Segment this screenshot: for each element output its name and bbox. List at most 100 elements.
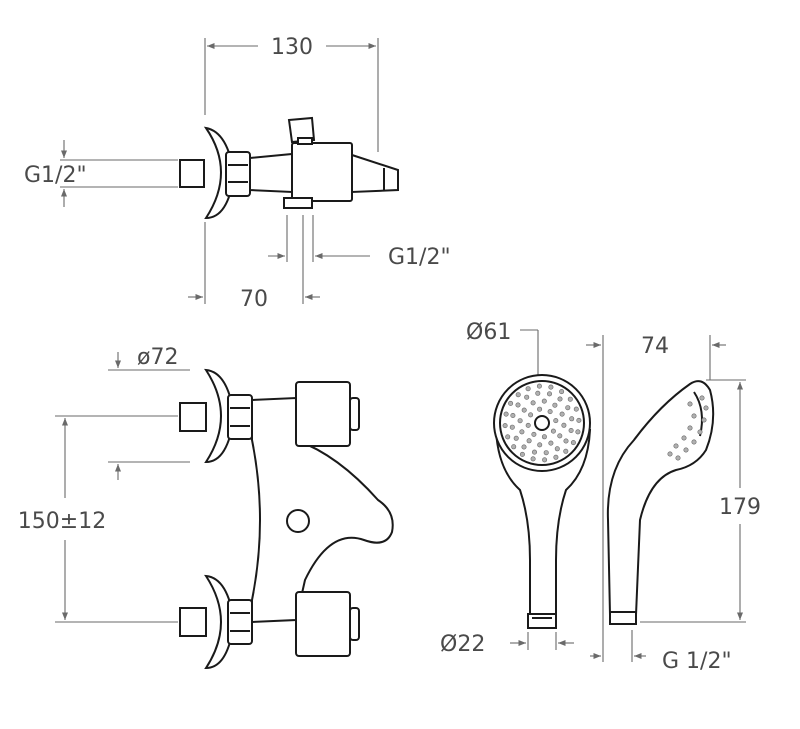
spacing-150-label: 150±12 xyxy=(18,509,106,534)
nozzle-dot xyxy=(552,402,558,408)
nozzle-dot xyxy=(554,446,560,452)
nozzle-dot xyxy=(575,429,581,435)
spray-nozzles xyxy=(502,383,582,463)
lower-handle xyxy=(295,591,351,657)
nozzle-dot xyxy=(548,384,554,390)
side-nozzle-dot xyxy=(699,395,705,401)
nozzle-dot xyxy=(561,422,567,428)
nozzle-dot xyxy=(541,398,547,404)
nozzle-dot xyxy=(563,448,569,454)
nozzle-dot xyxy=(511,444,517,450)
side-nozzle-dot xyxy=(697,429,703,435)
side-nozzle-dot xyxy=(687,425,693,431)
nozzle-dot xyxy=(510,412,516,418)
hex-nut xyxy=(225,151,251,197)
nozzle-dot xyxy=(530,456,536,462)
mixer-body-front xyxy=(251,396,394,624)
nozzle-dot xyxy=(517,418,523,424)
nozzle-dot xyxy=(515,402,521,408)
nozzle-dot xyxy=(567,396,573,402)
nozzle-dot xyxy=(526,438,532,444)
nozzle-dot xyxy=(509,424,515,430)
nozzle-dot xyxy=(565,405,571,411)
nozzle-dot xyxy=(502,423,508,429)
shower-outlet xyxy=(283,197,313,209)
side-nozzle-dot xyxy=(667,451,673,457)
nozzle-dot xyxy=(547,409,553,415)
nozzle-dot xyxy=(559,411,565,417)
nozzle-dot xyxy=(542,457,548,463)
nozzle-dot xyxy=(521,444,527,450)
upper-nut xyxy=(227,394,253,440)
upper-flange xyxy=(204,368,236,464)
nozzle-dot xyxy=(553,454,559,460)
nozzle-dot xyxy=(537,406,543,412)
nozzle-dot xyxy=(515,392,521,398)
side-nozzle-dot xyxy=(683,447,689,453)
nozzle-dot xyxy=(536,383,542,389)
nozzle-dot xyxy=(557,396,563,402)
hand-shower-views: Ø61 Ø22 74 179 xyxy=(440,320,761,674)
mixer-side-view: 130 G1/2" G1/2" 70 xyxy=(24,35,451,312)
nozzle-dot xyxy=(569,416,575,422)
thread-right-label: G1/2" xyxy=(388,245,451,270)
lower-nut xyxy=(227,599,253,645)
side-nozzle-dot xyxy=(701,417,707,423)
handshower-connector-side xyxy=(609,611,637,625)
nozzle-dot xyxy=(570,440,576,446)
nozzle-dot xyxy=(557,433,563,439)
lower-flange xyxy=(204,574,236,670)
nozzle-dot xyxy=(550,428,556,434)
nozzle-dot xyxy=(546,391,552,397)
nozzle-dot xyxy=(541,434,547,440)
side-nozzles xyxy=(667,395,709,461)
spout xyxy=(351,153,399,194)
nozzle-dot xyxy=(528,412,534,418)
diameter-22-label: Ø22 xyxy=(440,632,485,657)
shower-center-button xyxy=(534,415,550,431)
diameter-61-label: Ø61 xyxy=(466,320,511,345)
side-nozzle-dot xyxy=(691,439,697,445)
length-179-label: 179 xyxy=(719,495,761,520)
inlet-nipple xyxy=(179,159,205,188)
nozzle-dot xyxy=(548,440,554,446)
nozzle-dot xyxy=(521,407,527,413)
nozzle-dot xyxy=(525,422,531,428)
nozzle-dot xyxy=(525,386,531,392)
body-hole xyxy=(286,509,310,533)
handshower-connector-front xyxy=(527,613,557,629)
nozzle-dot xyxy=(531,431,537,437)
upper-handle xyxy=(295,381,351,447)
mixer-front-view: ø72 150±12 xyxy=(18,345,394,670)
nozzle-dot xyxy=(543,450,549,456)
dimension-130-label: 130 xyxy=(271,35,313,60)
upper-inlet-nipple xyxy=(179,402,207,432)
side-nozzle-dot xyxy=(687,401,693,407)
dimension-70-label: 70 xyxy=(240,287,268,312)
dimension-74-label: 74 xyxy=(641,334,669,359)
nozzle-dot xyxy=(559,389,565,395)
nozzle-dot xyxy=(524,394,530,400)
nozzle-dot xyxy=(563,438,569,444)
nozzle-dot xyxy=(508,400,514,406)
nozzle-dot xyxy=(573,406,579,412)
side-nozzle-dot xyxy=(703,405,709,411)
nozzle-dot xyxy=(503,411,509,417)
nozzle-dot xyxy=(531,449,537,455)
thread-left-label: G1/2" xyxy=(24,163,87,188)
nozzle-dot xyxy=(519,429,525,435)
side-nozzle-dot xyxy=(681,435,687,441)
side-nozzle-dot xyxy=(691,413,697,419)
nozzle-dot xyxy=(568,427,574,433)
nozzle-dot xyxy=(576,417,582,423)
nozzle-dot xyxy=(537,442,543,448)
nozzle-dot xyxy=(553,418,559,424)
side-nozzle-dot xyxy=(673,443,679,449)
nozzle-dot xyxy=(530,400,536,406)
handshower-side xyxy=(606,380,715,616)
nozzle-dot xyxy=(513,435,519,441)
diverter-knob xyxy=(287,116,316,144)
thread-hose-label: G 1/2" xyxy=(662,649,732,674)
mixer-body xyxy=(249,152,293,194)
nozzle-dot xyxy=(535,390,541,396)
